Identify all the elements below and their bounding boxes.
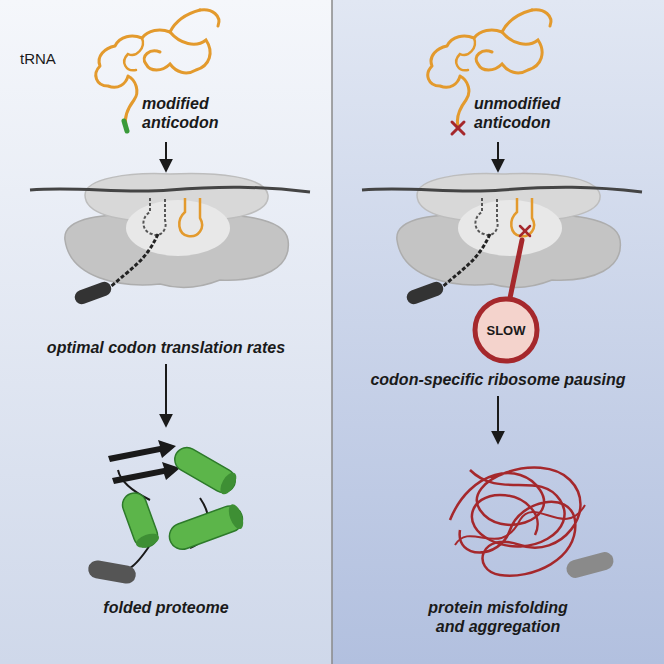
panel-divider (331, 0, 333, 664)
unmodified-mark (520, 226, 530, 236)
pause-circle: SLOW (472, 296, 540, 364)
stage-label: optimal codon translation rates (11, 338, 321, 357)
right-panel (332, 0, 664, 664)
flow-arrow (165, 364, 167, 425)
left-panel (0, 0, 332, 664)
ribosome-drawing (30, 174, 310, 307)
molecule-label: tRNA (20, 50, 80, 68)
stage-label: codon-specific ribosome pausing (340, 370, 656, 389)
folded-protein (87, 440, 246, 585)
flow-arrow (165, 142, 167, 170)
stage-label: unmodified anticodon (474, 94, 594, 132)
modified-mark (124, 121, 127, 131)
pause-leader (510, 240, 522, 298)
flow-arrow (497, 396, 499, 442)
misfolded-protein (450, 468, 616, 580)
stage-label: protein misfolding and aggregation (413, 598, 583, 636)
stage-label: modified anticodon (142, 94, 252, 132)
stage-label: folded proteome (41, 598, 291, 617)
pause-text: SLOW (487, 323, 526, 338)
ribosome-drawing (362, 174, 642, 307)
circle-shape (475, 299, 537, 361)
flow-arrow (497, 142, 499, 170)
unmodified-mark (452, 122, 464, 134)
